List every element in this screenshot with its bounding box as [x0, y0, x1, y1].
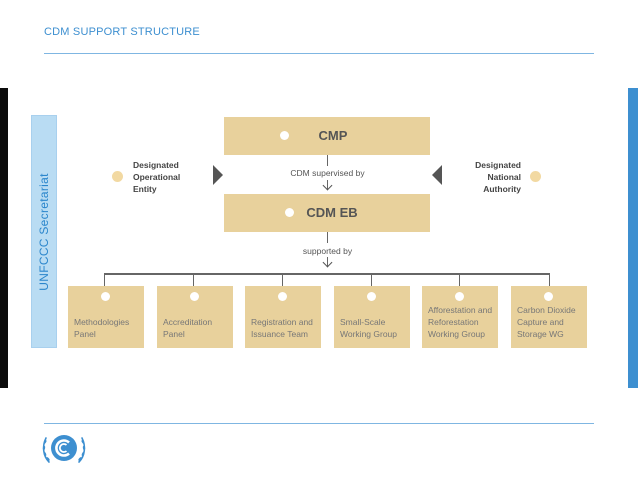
panel-ccs: Carbon Dioxide Capture and Storage WG [511, 286, 587, 348]
chevron-down-icon [322, 180, 333, 191]
connector-line [327, 180, 328, 189]
panel-label-line: Storage WG [517, 329, 564, 339]
supervised-label: CDM supervised by [290, 168, 365, 178]
left-edge-bar [0, 88, 8, 388]
panel-label-line: Panel [74, 329, 96, 339]
cdm-eb-label: CDM EB [306, 205, 358, 220]
branch-drop-line [549, 273, 550, 286]
panel-label-line: Accreditation [163, 317, 213, 327]
panel-label-line: Working Group [428, 329, 486, 339]
connector-line [327, 232, 328, 243]
entity-label-line: Authority [483, 184, 521, 194]
panel-methodologies: Methodologies Panel [68, 286, 144, 348]
panel-label-line: Working Group [340, 329, 398, 339]
bullet-dot-icon [112, 171, 123, 182]
panel-label-line: Afforestation and [428, 305, 493, 315]
branch-drop-line [104, 273, 105, 286]
secretariat-label: UNFCCC Secretariat [37, 172, 51, 291]
branch-drop-line [459, 273, 460, 286]
panel-label: Methodologies Panel [74, 316, 140, 340]
unfccc-logo-icon [42, 435, 86, 463]
panel-registration: Registration and Issuance Team [245, 286, 321, 348]
branch-drop-line [371, 273, 372, 286]
panel-label-line: Capture and [517, 317, 564, 327]
panel-label: Small-Scale Working Group [340, 316, 406, 340]
panel-label-line: Issuance Team [251, 329, 309, 339]
branch-drop-line [282, 273, 283, 286]
panel-small-scale: Small-Scale Working Group [334, 286, 410, 348]
branch-line [104, 273, 550, 275]
connector-line [327, 155, 328, 166]
branch-drop-line [193, 273, 194, 286]
right-edge-bar [628, 88, 638, 388]
bullet-dot-icon [280, 131, 289, 140]
bullet-dot-icon [101, 292, 110, 301]
panel-afforestation: Afforestation and Reforestation Working … [422, 286, 498, 348]
bullet-dot-icon [278, 292, 287, 301]
designated-operational-entity-label: Designated Operational Entity [133, 159, 213, 195]
panel-label: Registration and Issuance Team [251, 316, 317, 340]
panel-label: Afforestation and Reforestation Working … [428, 304, 494, 340]
entity-label-line: National [487, 172, 521, 182]
bullet-dot-icon [530, 171, 541, 182]
bullet-dot-icon [455, 292, 464, 301]
triangle-right-icon [213, 165, 223, 185]
entity-label-line: Operational [133, 172, 181, 182]
bottom-divider [44, 423, 594, 424]
panel-label: Accreditation Panel [163, 316, 229, 340]
supported-label: supported by [302, 246, 353, 256]
panel-label-line: Methodologies [74, 317, 130, 327]
top-divider [44, 53, 594, 54]
bullet-dot-icon [285, 208, 294, 217]
triangle-left-icon [432, 165, 442, 185]
designated-national-authority-label: Designated National Authority [455, 159, 521, 195]
cmp-label: CMP [318, 128, 348, 143]
entity-label-line: Designated [475, 160, 521, 170]
entity-label-line: Designated [133, 160, 179, 170]
bullet-dot-icon [190, 292, 199, 301]
cdm-eb-box: CDM EB [224, 194, 430, 232]
panel-label-line: Small-Scale [340, 317, 386, 327]
cmp-box: CMP [224, 117, 430, 155]
entity-label-line: Entity [133, 184, 157, 194]
panel-label-line: Panel [163, 329, 185, 339]
bullet-dot-icon [544, 292, 553, 301]
panel-label-line: Registration and [251, 317, 313, 327]
panel-label: Carbon Dioxide Capture and Storage WG [517, 304, 583, 340]
panel-accreditation: Accreditation Panel [157, 286, 233, 348]
page-title: CDM SUPPORT STRUCTURE [44, 26, 200, 38]
panel-label-line: Reforestation [428, 317, 479, 327]
panel-label-line: Carbon Dioxide [517, 305, 576, 315]
chevron-down-icon [322, 257, 333, 268]
secretariat-bar: UNFCCC Secretariat [31, 115, 57, 348]
bullet-dot-icon [367, 292, 376, 301]
connector-line [327, 257, 328, 266]
